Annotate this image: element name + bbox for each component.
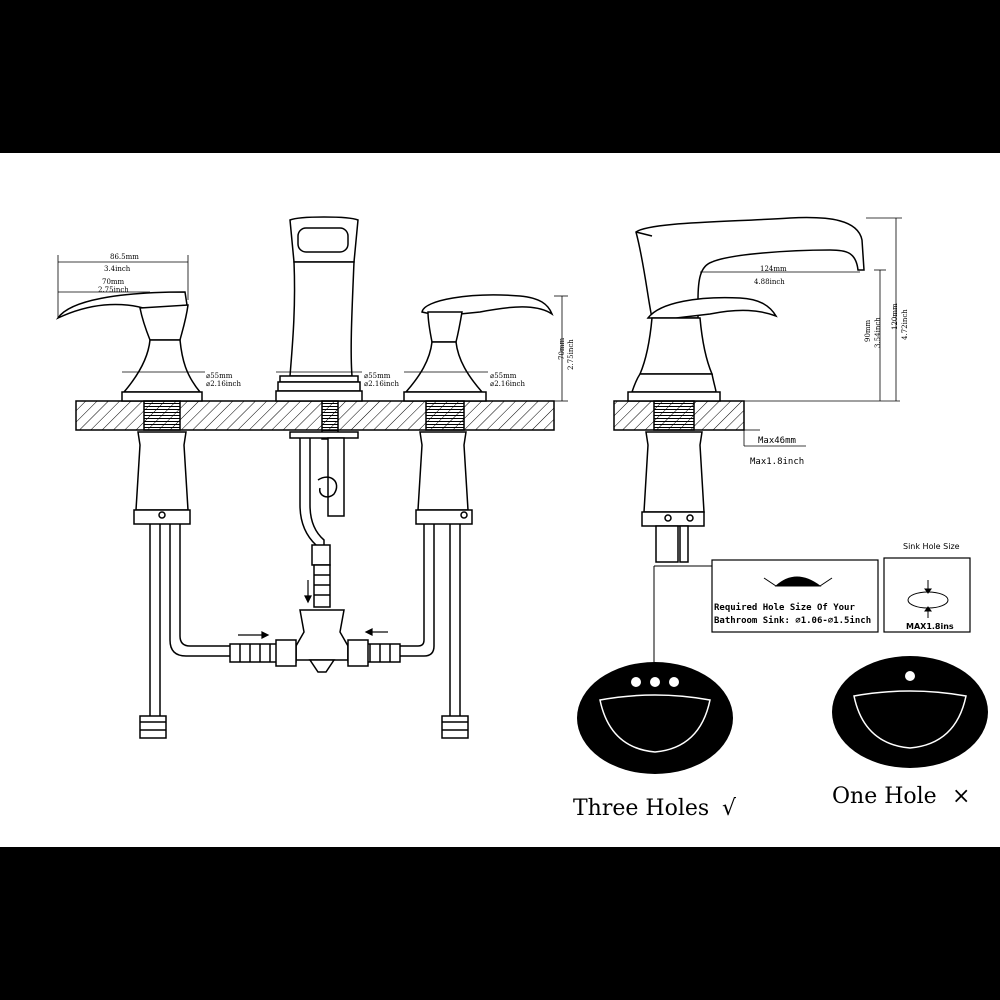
cross-mark-icon: ×	[952, 784, 970, 809]
left-escutcheon-mm: ⌀55mm	[206, 372, 233, 380]
faucet-hole-3	[669, 677, 679, 687]
right-height-in: 2.75inch	[567, 339, 575, 370]
required-hole-box	[711, 559, 879, 633]
three-hole-sink: Three Holes √	[573, 662, 737, 821]
right-escutcheon-in: ⌀2.16inch	[490, 380, 525, 388]
top-black-band	[0, 0, 1000, 153]
side-view-labels: 124mm 4.88inch 90mm 3.54inch 120mm 4.72i…	[750, 265, 909, 467]
bottom-black-band	[0, 847, 1000, 1000]
spout-height-in: 3.54inch	[874, 317, 882, 348]
spout-reach-mm: 124mm	[760, 265, 787, 273]
right-escutcheon-mm: ⌀55mm	[490, 372, 517, 380]
deck-thickness-mm: Max46mm	[758, 436, 796, 446]
faucet-hole-1	[631, 677, 641, 687]
spout-reach-in: 4.88inch	[754, 278, 785, 286]
total-height-mm: 120mm	[891, 303, 899, 330]
required-hole-line1: Required Hole Size Of Your	[714, 602, 855, 613]
front-dimension-lines	[57, 255, 568, 402]
spout-assembly	[275, 216, 363, 673]
sink-hole-max: MAX1.8ins	[906, 622, 954, 631]
required-hole-line2: Bathroom Sink: ⌀1.06-⌀1.5inch	[714, 615, 871, 626]
spout-escutcheon-mm: ⌀55mm	[364, 372, 391, 380]
faucet-hole-single	[905, 671, 915, 681]
left-handle-width-in: 3.4inch	[104, 265, 131, 273]
flow-arrows	[238, 580, 388, 639]
spout-height-mm: 90mm	[864, 319, 872, 342]
spout-escutcheon-in: ⌀2.16inch	[364, 380, 399, 388]
left-base-width-in: 2.75inch	[98, 286, 129, 294]
front-view	[55, 216, 568, 739]
one-hole-label: One Hole	[832, 784, 937, 809]
right-handle-assembly	[403, 294, 554, 739]
check-mark-icon: √	[722, 796, 737, 821]
total-height-in: 4.72inch	[901, 309, 909, 340]
three-hole-sink-icon	[577, 662, 733, 774]
front-view-labels: 86.5mm 3.4inch 70mm 2.75inch ⌀55mm ⌀2.16…	[98, 253, 575, 388]
faucet-hole-2	[650, 677, 660, 687]
three-holes-label: Three Holes	[573, 796, 709, 821]
left-escutcheon-in: ⌀2.16inch	[206, 380, 241, 388]
sink-hole-size-box	[883, 557, 971, 633]
hole-size-labels: Required Hole Size Of Your Bathroom Sink…	[714, 542, 960, 631]
side-view	[613, 216, 902, 563]
left-handle-assembly	[55, 291, 230, 739]
deck-thickness-in: Max1.8inch	[750, 457, 804, 467]
sink-hole-size-title: Sink Hole Size	[903, 542, 960, 551]
one-hole-sink-icon	[832, 656, 988, 768]
supply-hoses	[229, 524, 435, 667]
side-dimension-lines	[700, 217, 902, 447]
hole-size-callouts	[653, 557, 971, 680]
one-hole-sink: One Hole ×	[832, 656, 988, 809]
right-height-mm: 70mm	[558, 337, 566, 360]
left-handle-width-mm: 86.5mm	[110, 253, 139, 261]
left-base-width-mm: 70mm	[102, 278, 125, 286]
